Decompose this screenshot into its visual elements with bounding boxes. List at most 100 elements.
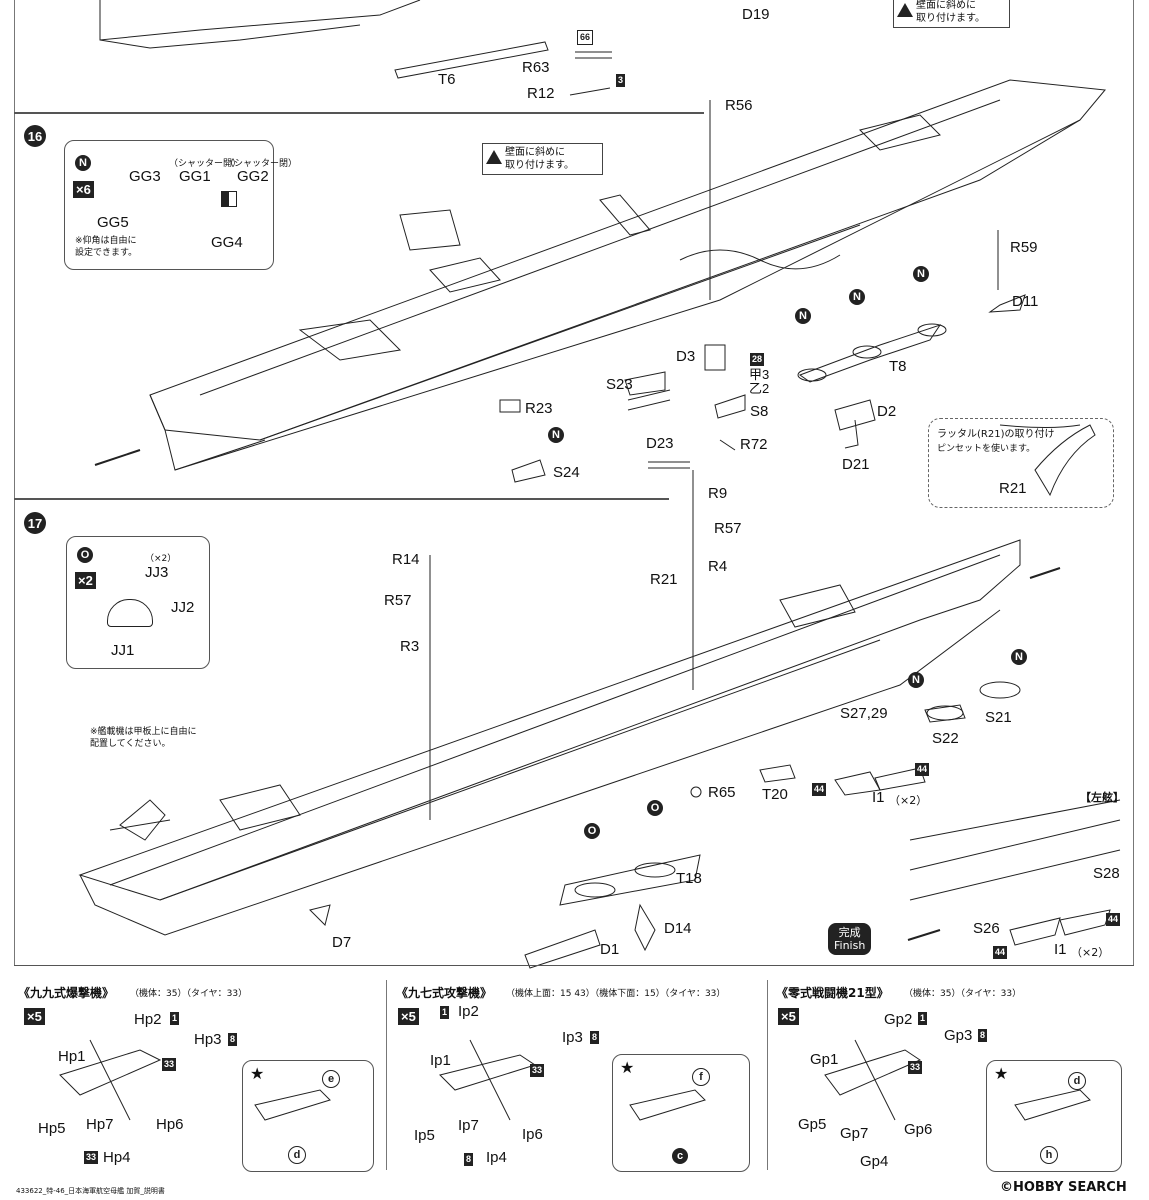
part-r65: R65 [708, 784, 736, 801]
part-gg1: GG1 [179, 168, 211, 185]
plane-divider-1 [386, 980, 387, 1170]
part-ip2: Ip2 [458, 1003, 479, 1020]
part-r57b: R57 [714, 520, 742, 537]
warning-note-top: 壁面に斜めに 取り付けます。 [893, 0, 1010, 28]
sprue-o-badge: O [584, 823, 600, 839]
part-jj3: JJ3 [145, 564, 169, 581]
part-hp7: Hp7 [86, 1116, 114, 1133]
plane-title: 《九九式爆撃機》 [18, 986, 115, 1000]
part-gp4: Gp4 [860, 1153, 889, 1170]
part-d3: D3 [676, 348, 696, 365]
part-s24: S24 [553, 464, 580, 481]
part-r3: R3 [400, 638, 420, 655]
x2-label: （×2） [145, 554, 177, 564]
number-1: 1 [918, 1012, 928, 1025]
part-jj1: JJ1 [111, 642, 135, 659]
part-r9: R9 [708, 485, 728, 502]
number-3: 3 [616, 74, 626, 87]
part-hp5: Hp5 [38, 1120, 66, 1137]
plane-divider-2 [767, 980, 768, 1170]
plane-title: 《零式戦闘機21型》 [776, 986, 889, 1000]
part-r21: R21 [650, 571, 678, 588]
part-ip5: Ip5 [414, 1127, 435, 1144]
part-r56: R56 [725, 97, 753, 114]
shutter-open-label: （シャッター開） [169, 159, 242, 169]
sprue-o-badge: O [647, 800, 663, 816]
part-r72: R72 [740, 436, 768, 453]
divider-15-16 [14, 112, 704, 114]
sprue-n-badge: N [913, 266, 929, 282]
finish-jp: 完成 [838, 926, 861, 939]
part-s28: S28 [1093, 865, 1120, 882]
number-8: 8 [228, 1033, 238, 1046]
sprue-n-badge: N [548, 427, 564, 443]
part-hp6: Hp6 [156, 1116, 184, 1133]
decal-letter: d [288, 1146, 306, 1164]
part-gg4: GG4 [211, 234, 243, 251]
ratline-title: ラッタル(R21)の取り付け [937, 429, 1055, 440]
aircraft-placement-note: ※艦載機は甲板上に自由に 配置してください。 [90, 727, 197, 749]
i1-qty: （×2） [889, 794, 928, 807]
part-r12: R12 [527, 85, 555, 102]
number-1: 1 [440, 1006, 450, 1019]
part-hp4: Hp4 [103, 1149, 131, 1166]
number-44: 44 [993, 946, 1008, 959]
number-66: 66 [577, 30, 594, 45]
sprue-n-badge: N [75, 155, 91, 171]
decal-letter: d [1068, 1072, 1086, 1090]
number-33: 33 [162, 1058, 177, 1071]
plane-spec: （機体：35）（タイヤ：33） [904, 989, 1022, 999]
part-s26: S26 [973, 920, 1000, 937]
part-i1: I1 [872, 789, 885, 806]
decal-letter: c [672, 1148, 688, 1164]
plane-qty: ×5 [24, 1008, 45, 1025]
decal-letter: h [1040, 1146, 1058, 1164]
decal-box [242, 1060, 374, 1172]
part-d19: D19 [742, 6, 770, 23]
part-r14: R14 [392, 551, 420, 568]
part-t6: T6 [438, 71, 456, 88]
part-hp1: Hp1 [58, 1048, 86, 1065]
plane-qty: ×5 [398, 1008, 419, 1025]
part-t8: T8 [889, 358, 907, 375]
number-8: 8 [978, 1029, 988, 1042]
part-gp7: Gp7 [840, 1125, 869, 1142]
number-8: 8 [464, 1153, 474, 1166]
part-d2: D2 [877, 403, 897, 420]
part-s21: S21 [985, 709, 1012, 726]
part-r57: R57 [384, 592, 412, 609]
part-gp1: Gp1 [810, 1051, 839, 1068]
part-t18: T18 [676, 870, 702, 887]
star-icon: ★ [994, 1066, 1009, 1083]
ratline-sub: ピンセットを使います。 [937, 444, 1036, 454]
part-ip6: Ip6 [522, 1126, 543, 1143]
number-44: 44 [1106, 913, 1121, 926]
part-r63: R63 [522, 59, 550, 76]
ratline-callout: ラッタル(R21)の取り付け ピンセットを使います。 R21 [928, 418, 1114, 508]
star-icon: ★ [250, 1066, 265, 1083]
part-gg3: GG3 [129, 168, 161, 185]
part-r23: R23 [525, 400, 553, 417]
number-1: 1 [170, 1012, 180, 1025]
step-number-16: 16 [24, 125, 46, 147]
decal-letter: f [692, 1068, 710, 1086]
plane-spec: （機体上面：15 43）（機体下面：15）（タイヤ：33） [506, 989, 726, 999]
part-jj2: JJ2 [171, 599, 195, 616]
plane-qty: ×5 [778, 1008, 799, 1025]
part-hp2: Hp2 [134, 1011, 162, 1028]
star-icon: ★ [620, 1060, 635, 1077]
part-hp3: Hp3 [194, 1031, 222, 1048]
part-d1: D1 [600, 941, 620, 958]
part-d21: D21 [842, 456, 870, 473]
part-ip7: Ip7 [458, 1117, 479, 1134]
divider-16-17 [14, 498, 669, 500]
number-44: 44 [812, 783, 827, 796]
i1-port-qty: （×2） [1071, 946, 1110, 959]
sprue-n-badge: N [1011, 649, 1027, 665]
watermark: ©HOBBY SEARCH [1000, 1180, 1127, 1195]
part-r59: R59 [1010, 239, 1038, 256]
part-gp5: Gp5 [798, 1116, 827, 1133]
number-44: 44 [915, 763, 930, 776]
turret-dome [107, 599, 153, 627]
